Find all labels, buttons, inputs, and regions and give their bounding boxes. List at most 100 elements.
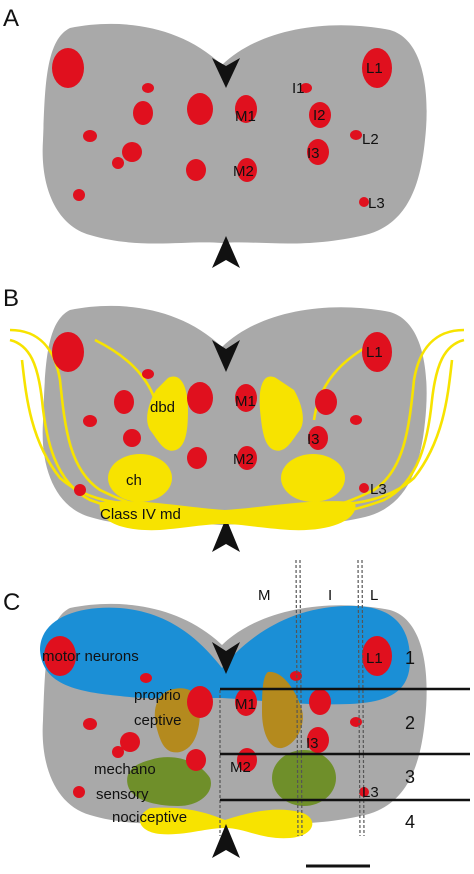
nociceptive-domain bbox=[139, 807, 313, 839]
neuropil-blob bbox=[309, 102, 331, 128]
label-m1: M1 bbox=[235, 696, 256, 713]
neuropil-blob bbox=[83, 415, 97, 427]
label-l1: L1 bbox=[366, 344, 383, 361]
neuropil-blob bbox=[120, 732, 140, 752]
mechanosensory-domain-right bbox=[272, 750, 336, 806]
motor-neurons-domain bbox=[40, 605, 410, 705]
dorsal-midline-arrowhead bbox=[212, 340, 240, 372]
neuropil-blob bbox=[315, 389, 337, 415]
column-l-label: L bbox=[370, 587, 378, 604]
neuropil-blob bbox=[237, 446, 257, 470]
label-i3: I3 bbox=[306, 735, 319, 752]
neuropil-blob bbox=[112, 746, 124, 758]
neuropil-blob bbox=[308, 426, 328, 450]
neuropil-blob bbox=[235, 384, 257, 412]
neuropil-blob bbox=[112, 157, 124, 169]
label-i3: I3 bbox=[307, 145, 320, 162]
neuropil-blob bbox=[142, 83, 154, 93]
panel-a: A L1 I1 M1 I2 L2 M2 bbox=[3, 5, 427, 268]
label-dbd: dbd bbox=[150, 399, 175, 416]
mechanosensory-domain-left bbox=[127, 757, 211, 806]
neuropil-blob bbox=[74, 484, 86, 496]
panel-b-letter: B bbox=[3, 285, 19, 312]
column-m-label: M bbox=[258, 587, 271, 604]
neuropil-blob bbox=[140, 673, 152, 683]
neuropil-blob bbox=[186, 159, 206, 181]
ventral-midline-arrowhead bbox=[212, 824, 240, 858]
label-m1: M1 bbox=[235, 108, 256, 125]
neuropil-blob bbox=[350, 717, 362, 727]
label-l3: L3 bbox=[362, 784, 379, 801]
neuropil-blob bbox=[83, 130, 97, 142]
label-l3: L3 bbox=[368, 195, 385, 212]
neuropil-blob bbox=[235, 688, 257, 716]
neuropil-blob bbox=[362, 332, 392, 372]
neuropil-blob bbox=[83, 718, 97, 730]
label-m2: M2 bbox=[233, 163, 254, 180]
panel-a-letter: A bbox=[3, 5, 19, 32]
neuropil-blob bbox=[187, 382, 213, 414]
neuropil-blob bbox=[133, 101, 153, 125]
label-ceptive: ceptive bbox=[134, 712, 182, 729]
panel-b: B bbox=[3, 285, 465, 552]
neuropil-blob bbox=[187, 93, 213, 125]
neuropil-blob bbox=[350, 415, 362, 425]
neuropil-blob bbox=[362, 48, 392, 88]
label-class-iv-md: Class IV md bbox=[100, 506, 181, 523]
neuropil-blob bbox=[186, 749, 206, 771]
dbd-region-left bbox=[147, 376, 188, 451]
neuropil-blob bbox=[350, 130, 362, 140]
label-motor-neurons: motor neurons bbox=[42, 648, 139, 665]
layer-number-4: 4 bbox=[405, 812, 415, 832]
label-m2: M2 bbox=[233, 451, 254, 468]
layer-boundaries bbox=[220, 687, 470, 802]
neuropil-blob bbox=[52, 48, 84, 88]
label-sensory: sensory bbox=[96, 786, 149, 803]
column-i-label: I bbox=[328, 587, 332, 604]
dorsal-midline-arrowhead bbox=[212, 642, 240, 674]
neuropil-blob bbox=[237, 158, 257, 182]
ventral-midline-arrowhead bbox=[212, 236, 240, 268]
label-m2: M2 bbox=[230, 759, 251, 776]
panel-c: C M I L bbox=[3, 559, 470, 868]
neuropil-blob bbox=[52, 332, 84, 372]
label-l1: L1 bbox=[366, 650, 383, 667]
proprioceptive-domain-right bbox=[262, 671, 303, 749]
neuropil-blob bbox=[307, 139, 329, 165]
neuropil-blob bbox=[187, 686, 213, 718]
label-l1: L1 bbox=[366, 60, 383, 77]
label-i2: I2 bbox=[313, 107, 326, 124]
neuropil-blob bbox=[235, 95, 257, 123]
ventral-midline-arrowhead bbox=[212, 518, 240, 552]
panel-c-letter: C bbox=[3, 589, 20, 616]
neuropil-blob bbox=[123, 429, 141, 447]
layer-number-3: 3 bbox=[405, 767, 415, 787]
label-l2: L2 bbox=[362, 131, 379, 148]
chordotonal-region-left bbox=[108, 454, 172, 502]
neuropil-blob bbox=[114, 390, 134, 414]
layer-number-2: 2 bbox=[405, 713, 415, 733]
label-m1: M1 bbox=[235, 393, 256, 410]
neuropil-blob bbox=[307, 727, 329, 753]
label-l3: L3 bbox=[370, 481, 387, 498]
class-iv-md-region bbox=[99, 501, 356, 531]
label-proprio: proprio bbox=[134, 687, 181, 704]
neuropil-blob bbox=[359, 483, 369, 493]
neuropil-blob bbox=[290, 671, 302, 681]
neuropil-blob bbox=[142, 369, 154, 379]
label-i3: I3 bbox=[307, 431, 320, 448]
chordotonal-region-right bbox=[281, 454, 345, 502]
neuropil-blob bbox=[73, 189, 85, 201]
neuropil-blob bbox=[309, 689, 331, 715]
label-nociceptive: nociceptive bbox=[112, 809, 187, 826]
neuropil-blob bbox=[300, 83, 312, 93]
neuropil-blob bbox=[44, 636, 76, 676]
label-i1: I1 bbox=[292, 80, 305, 97]
neuropil-blob bbox=[362, 636, 392, 676]
layer-number-1: 1 bbox=[405, 648, 415, 668]
label-mechano: mechano bbox=[94, 761, 156, 778]
label-ch: ch bbox=[126, 472, 142, 489]
neuropil-blob bbox=[122, 142, 142, 162]
dbd-region-right bbox=[259, 376, 303, 451]
